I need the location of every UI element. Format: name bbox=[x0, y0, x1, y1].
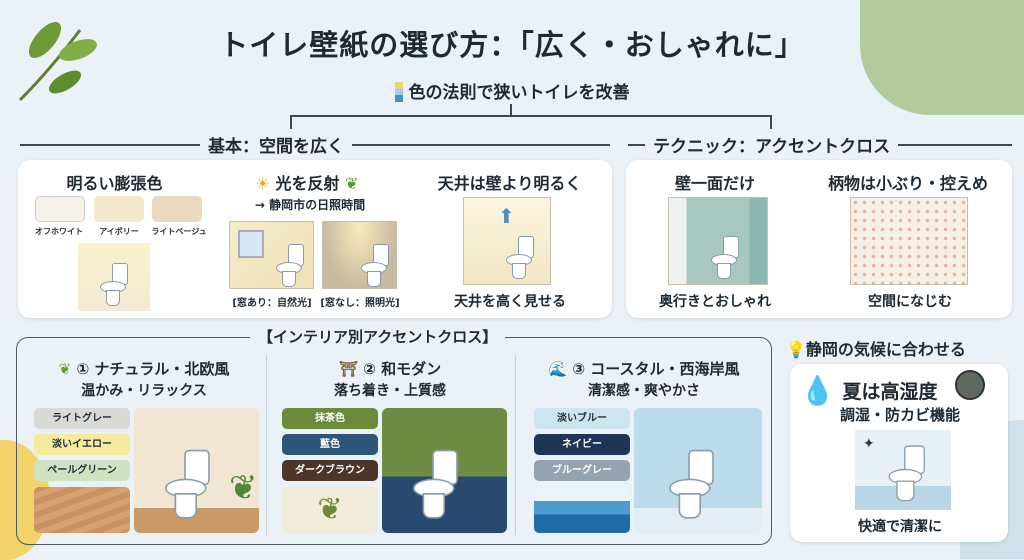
climate-heading-text: 静岡の気候に合わせる bbox=[805, 340, 966, 359]
style-japanese-modern: ⛩ ② 和モダン 落ち着き・上質感 抹茶色 藍色 ダークブラウン ❦ bbox=[270, 344, 510, 539]
style-title: 🌊 ③ コースタル・西海岸風 bbox=[520, 358, 768, 379]
color-chip: 抹茶色 bbox=[282, 408, 378, 429]
climate-caption: 快適で清潔に bbox=[858, 519, 942, 535]
toilet-icon bbox=[100, 263, 130, 307]
style-title: ❦ ① ナチュラル・北欧風 bbox=[24, 358, 264, 379]
pattern-caption: 空間になじむ bbox=[868, 294, 952, 310]
mold-icon bbox=[955, 370, 985, 400]
color-chip: ライトグレー bbox=[34, 408, 130, 429]
caption-window: [窓あり：自然光] bbox=[232, 298, 312, 309]
color-chip: ネイビー bbox=[534, 434, 630, 455]
wood-floor-sample bbox=[34, 487, 130, 533]
sunshine-note: → 静岡市の日照時間 bbox=[254, 198, 366, 212]
climate-title: 夏は高湿度 bbox=[842, 381, 938, 403]
column-divider bbox=[266, 355, 267, 535]
style-title: ⛩ ② 和モダン bbox=[270, 358, 510, 379]
toilet-icon bbox=[361, 244, 391, 288]
climate-heading: 💡静岡の気候に合わせる bbox=[786, 336, 1012, 360]
style-subtitle: 温かみ・リラックス bbox=[81, 383, 207, 399]
leaf-icon: ❦ bbox=[345, 174, 359, 193]
toilet-icon bbox=[413, 449, 461, 520]
window-room-illustration bbox=[229, 221, 314, 289]
accent-wall-illustration bbox=[668, 197, 768, 285]
style-subtitle: 落ち着き・上質感 bbox=[334, 383, 446, 399]
wave-sample bbox=[534, 487, 630, 533]
leaf-icon: ❦ bbox=[58, 360, 72, 378]
lightbulb-icon: 💡 bbox=[786, 340, 806, 359]
pattern-title: 柄物は小ぶり・控えめ bbox=[827, 174, 988, 193]
toilet-icon bbox=[711, 236, 741, 280]
toilet-icon bbox=[669, 449, 717, 520]
color-chip: ブルーグレー bbox=[534, 460, 630, 481]
caption-no-window: [窓なし：照明光] bbox=[320, 298, 400, 309]
color-chip: 藍色 bbox=[282, 434, 378, 455]
color-chip: ペールグリーン bbox=[34, 460, 130, 481]
reflect-title: ☀ 光を反射 ❦ bbox=[232, 170, 382, 194]
subtitle-text: 色の法則で狭いトイレを改善 bbox=[408, 83, 630, 103]
connector bbox=[290, 115, 770, 117]
ceiling-room-illustration: ⬆ bbox=[463, 197, 551, 285]
column-divider bbox=[515, 355, 516, 535]
ceiling-caption: 天井を高く見せる bbox=[454, 294, 566, 310]
interior-heading: 【インテリア別アクセントクロス】 bbox=[250, 326, 506, 347]
wave-pattern-decoration bbox=[860, 0, 1024, 115]
swatch-label: オフホワイト bbox=[35, 227, 83, 236]
toilet-icon bbox=[888, 445, 928, 502]
section-heading-technique: テクニック：アクセントクロス bbox=[645, 132, 899, 157]
swatch-label: アイボリー bbox=[99, 227, 139, 236]
toilet-icon bbox=[165, 449, 213, 520]
style-coastal: 🌊 ③ コースタル・西海岸風 清潔感・爽やかさ 淡いブルー ネイビー ブルーグレ… bbox=[520, 344, 768, 539]
clean-toilet-illustration: ✦ bbox=[855, 430, 951, 510]
style-title-text: ③ コースタル・西海岸風 bbox=[572, 360, 740, 378]
natural-toilet-illustration: ❦ bbox=[134, 408, 259, 533]
japanese-toilet-illustration bbox=[382, 408, 507, 533]
connector bbox=[290, 115, 292, 129]
bamboo-leaf-sample: ❦ bbox=[282, 487, 378, 533]
swatch-label: ライトベージュ bbox=[151, 227, 207, 236]
sun-icon: ☀ bbox=[255, 174, 270, 193]
connector bbox=[510, 104, 512, 116]
subtitle: 色の法則で狭いトイレを改善 bbox=[0, 78, 1024, 103]
swatch-light-beige bbox=[152, 196, 202, 222]
color-chip: 淡いイエロー bbox=[34, 434, 130, 455]
plant-icon: ❦ bbox=[229, 468, 258, 508]
lamp-room-illustration bbox=[322, 221, 397, 289]
connector bbox=[770, 115, 772, 129]
arrow-up-icon: ⬆ bbox=[498, 204, 515, 228]
toilet-icon bbox=[276, 244, 306, 288]
water-drop-icon: 💧 bbox=[800, 374, 835, 407]
style-title-text: ② 和モダン bbox=[363, 360, 442, 378]
patterned-wall-illustration bbox=[850, 197, 968, 285]
wave-icon: 🌊 bbox=[548, 360, 568, 378]
reflect-title-text: 光を反射 bbox=[275, 174, 340, 193]
ceiling-title: 天井は壁より明るく bbox=[437, 174, 582, 193]
color-bars-icon bbox=[394, 82, 403, 102]
one-wall-title: 壁一面だけ bbox=[674, 174, 755, 193]
castle-icon: ⛩ bbox=[338, 360, 358, 378]
swatch-off-white bbox=[35, 196, 85, 222]
coastal-toilet-illustration bbox=[634, 408, 762, 533]
section-heading-basic: 基本：空間を広く bbox=[200, 132, 352, 157]
style-natural: ❦ ① ナチュラル・北欧風 温かみ・リラックス ライトグレー 淡いイエロー ペー… bbox=[24, 344, 264, 539]
tea-leaf-decoration bbox=[10, 10, 100, 105]
color-chip: 淡いブルー bbox=[534, 408, 630, 429]
color-chip: ダークブラウン bbox=[282, 460, 378, 481]
style-title-text: ① ナチュラル・北欧風 bbox=[76, 360, 230, 378]
one-wall-caption: 奥行きとおしゃれ bbox=[659, 294, 771, 310]
swatch-ivory bbox=[94, 196, 144, 222]
sparkle-icon: ✦ bbox=[863, 436, 875, 452]
expand-color-title: 明るい膨張色 bbox=[66, 174, 163, 193]
climate-subtitle: 調湿・防カビ機能 bbox=[839, 406, 960, 424]
bright-toilet-illustration bbox=[78, 243, 150, 311]
page-title: トイレ壁紙の選び方：「広く・おしゃれに」 bbox=[219, 28, 805, 62]
toilet-icon bbox=[506, 236, 536, 280]
style-subtitle: 清潔感・爽やかさ bbox=[588, 383, 700, 399]
